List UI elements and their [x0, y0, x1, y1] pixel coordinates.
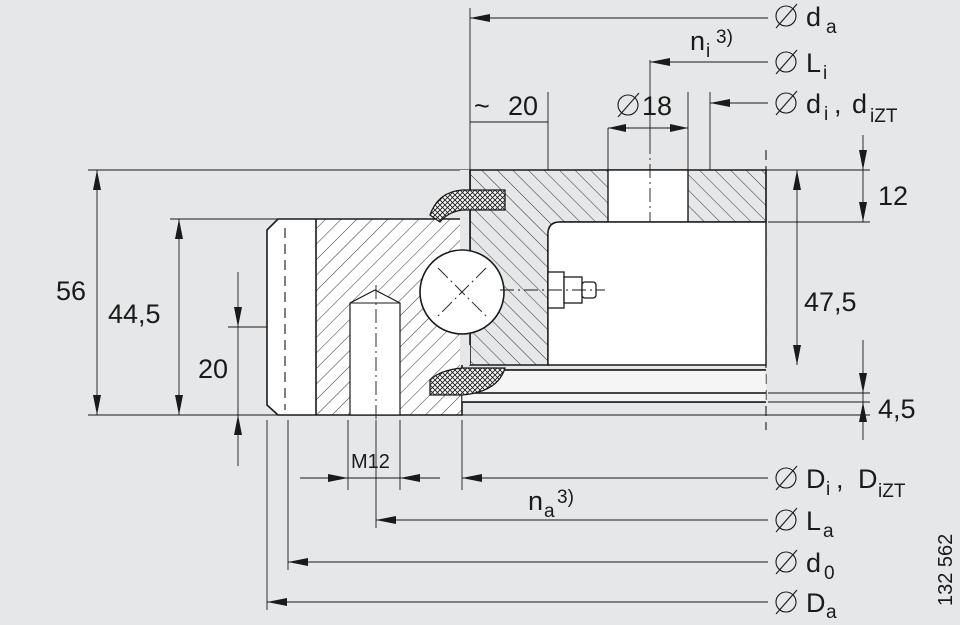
label-20: 20: [198, 354, 228, 384]
figure-number: 132 562: [935, 534, 957, 606]
label-approx20: 20: [508, 91, 538, 121]
label-di: d: [806, 89, 821, 119]
label-di-sub: i: [824, 104, 828, 125]
label-Di-comma: ,: [836, 464, 844, 494]
dia-symbol: [775, 507, 798, 533]
dia-symbol: [775, 3, 798, 29]
label-na-sub: a: [544, 501, 555, 522]
label-m12: M12: [351, 451, 390, 473]
label-ni-sup: 3): [716, 27, 733, 48]
label-Di-sub: i: [826, 479, 830, 500]
inner-ring: [460, 140, 767, 430]
dia-symbol: [617, 92, 640, 118]
dia-symbol: [775, 465, 798, 491]
label-56: 56: [56, 276, 86, 306]
tilde-symbol: ~: [474, 91, 490, 121]
label-44-5: 44,5: [108, 299, 161, 329]
label-ni: n: [690, 26, 705, 56]
label-na-sup: 3): [557, 487, 574, 508]
label-Li: L: [806, 48, 821, 78]
label-DiZT-sub: iZT: [878, 481, 906, 502]
dimension-labels: d a n i 3) L i d i , d iZT ~ 20 18 12 56…: [56, 2, 957, 623]
label-La: L: [806, 506, 821, 536]
label-na: n: [528, 486, 543, 516]
label-diZT: d: [852, 89, 867, 119]
dia-symbol: [775, 549, 798, 575]
dia-symbol: [775, 90, 798, 116]
ball-and-seals: [419, 189, 605, 396]
label-La-sub: a: [823, 521, 834, 542]
label-da: d: [806, 2, 821, 32]
dia-symbol: [775, 49, 798, 75]
label-d0: d: [806, 548, 821, 578]
label-Da-sub: a: [826, 602, 837, 620]
label-47-5: 47,5: [804, 287, 857, 317]
dia-symbol: [775, 589, 798, 615]
label-diZT-sub: iZT: [870, 106, 898, 127]
dimension-lines: [93, 14, 867, 606]
label-4-5: 4,5: [878, 394, 916, 424]
label-bore18: 18: [642, 91, 672, 121]
label-ni-sub: i: [706, 41, 710, 62]
label-Da: D: [806, 588, 826, 618]
label-Li-sub: i: [823, 63, 827, 84]
label-12: 12: [878, 181, 908, 211]
label-DiZT: D: [858, 464, 878, 494]
label-d0-sub: 0: [824, 563, 835, 584]
label-di-comma: ,: [834, 89, 842, 119]
label-da-sub: a: [826, 17, 837, 38]
label-Di: D: [806, 464, 826, 494]
